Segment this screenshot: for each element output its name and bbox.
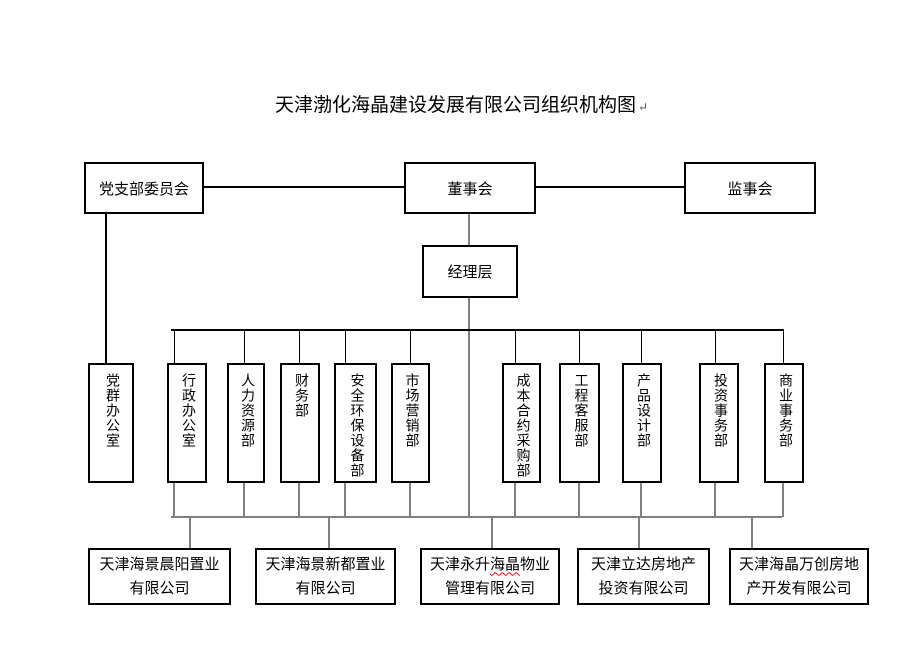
connector-bus-dept-commercial <box>783 331 784 363</box>
company-yongsheng-line1-pre: 天津永升 <box>429 556 490 573</box>
company-haijing-chenyang: 天津海景晨阳置业 有限公司 <box>88 548 231 605</box>
connector-hr-bus2 <box>243 483 245 517</box>
connector-bus2-company-3 <box>491 518 493 548</box>
company-yongsheng-haijing-property: 天津永升海晶物业 管理有限公司 <box>420 548 560 605</box>
connector-bus-dept-cost <box>515 331 516 363</box>
connector-committee-party-office <box>105 214 107 363</box>
dept-finance: 财务部 <box>280 363 320 483</box>
dept-party-office: 党群办公室 <box>88 363 134 483</box>
connector-commercial-bus2 <box>782 483 784 517</box>
node-supervisory-board: 监事会 <box>684 162 816 214</box>
dept-human-resources: 人力资源部 <box>227 363 265 483</box>
connector-bus-dept-engineering <box>579 331 580 363</box>
paragraph-mark-icon: ↵ <box>637 100 649 114</box>
dept-commercial-affairs: 商业事务部 <box>764 363 804 483</box>
company-lida-line2: 投资有限公司 <box>598 580 689 597</box>
node-board: 董事会 <box>404 162 536 214</box>
connector-bus-dept-safety <box>345 331 346 363</box>
node-management: 经理层 <box>422 245 518 298</box>
connector-admin-bus2 <box>173 483 175 517</box>
dept-engineering-customer-service: 工程客服部 <box>559 363 600 483</box>
node-supervisory-board-label: 监事会 <box>727 181 773 198</box>
dept-safety-environment-equipment-label: 安全环保设备部 <box>348 373 364 478</box>
company-yongsheng-haijing-line1: 天津永升海晶物业 <box>430 553 550 577</box>
connector-bus-dept-finance <box>299 331 300 363</box>
connector-bus2-company-1 <box>189 518 191 548</box>
dept-product-design: 产品设计部 <box>622 363 662 483</box>
dept-investment-affairs-label: 投资事务部 <box>712 373 727 448</box>
dept-administrative-office: 行政办公室 <box>167 363 207 483</box>
connector-board-management <box>468 214 470 245</box>
dept-safety-environment-equipment: 安全环保设备部 <box>334 363 377 483</box>
node-management-label: 经理层 <box>447 265 493 281</box>
company-lida-line1: 天津立达房地产 <box>590 556 696 573</box>
connector-management-trunk <box>468 298 470 517</box>
node-party-committee: 党支部委员会 <box>84 162 204 214</box>
connector-marketing-bus2 <box>409 483 411 517</box>
connector-board-supervisory <box>536 186 684 188</box>
connector-bus-dept-design <box>641 331 642 363</box>
spellcheck-underline-text: 海晶 <box>489 556 520 573</box>
company-wanchuang-line2: 产开发有限公司 <box>746 580 852 597</box>
connector-bus-dept-marketing <box>410 331 411 363</box>
company-haijing-xindu-line1: 天津海景新都置业 <box>265 556 386 573</box>
dept-finance-label: 财务部 <box>293 373 308 418</box>
dept-marketing-label: 市场营销部 <box>403 373 419 448</box>
company-haijing-xindu: 天津海景新都置业 有限公司 <box>255 548 396 605</box>
connector-bus-dept-investment <box>715 331 716 363</box>
connector-design-bus2 <box>640 483 642 517</box>
company-haijing-xindu-line2: 有限公司 <box>295 580 356 597</box>
connector-bus2-company-5 <box>751 518 753 548</box>
department-bus-line <box>171 329 784 331</box>
dept-investment-affairs: 投资事务部 <box>699 363 739 483</box>
company-yongsheng-haijing-line2: 管理有限公司 <box>444 580 535 597</box>
node-board-label: 董事会 <box>447 181 493 198</box>
connector-bus2-company-4 <box>638 518 640 548</box>
connector-party-committee-board <box>204 186 404 188</box>
chart-title: 天津渤化海晶建设发展有限公司组织机构图 <box>274 95 636 116</box>
connector-bus-dept-admin <box>174 331 175 363</box>
dept-commercial-affairs-label: 商业事务部 <box>777 373 792 448</box>
page-title: 天津渤化海晶建设发展有限公司组织机构图↵ <box>0 90 923 117</box>
dept-human-resources-label: 人力资源部 <box>239 373 254 448</box>
subsidiary-bus-line <box>171 516 782 518</box>
connector-cost-bus2 <box>514 483 516 517</box>
dept-party-office-label: 党群办公室 <box>104 373 119 448</box>
dept-administrative-office-label: 行政办公室 <box>180 373 195 448</box>
dept-engineering-customer-service-label: 工程客服部 <box>572 373 588 448</box>
dept-marketing: 市场营销部 <box>391 363 430 483</box>
company-haijing-chenyang-line2: 有限公司 <box>129 580 190 597</box>
company-lida-real-estate: 天津立达房地产 投资有限公司 <box>577 548 710 605</box>
connector-safety-bus2 <box>344 483 346 517</box>
node-party-committee-label: 党支部委员会 <box>98 181 189 198</box>
company-yongsheng-line1-post: 物业 <box>520 556 551 573</box>
dept-cost-contract-procurement-label: 成本合约采购部 <box>514 373 530 478</box>
dept-product-design-label: 产品设计部 <box>635 373 650 448</box>
connector-finance-bus2 <box>298 483 300 517</box>
company-haijing-chenyang-line1: 天津海景晨阳置业 <box>99 556 220 573</box>
connector-engineering-bus2 <box>578 483 580 517</box>
dept-cost-contract-procurement: 成本合约采购部 <box>502 363 541 483</box>
connector-bus2-company-2 <box>328 518 330 548</box>
company-haijing-wanchuang: 天津海晶万创房地 产开发有限公司 <box>729 548 869 605</box>
connector-bus-dept-hr <box>244 331 245 363</box>
connector-investment-bus2 <box>714 483 716 517</box>
company-wanchuang-line1: 天津海晶万创房地 <box>738 556 859 573</box>
